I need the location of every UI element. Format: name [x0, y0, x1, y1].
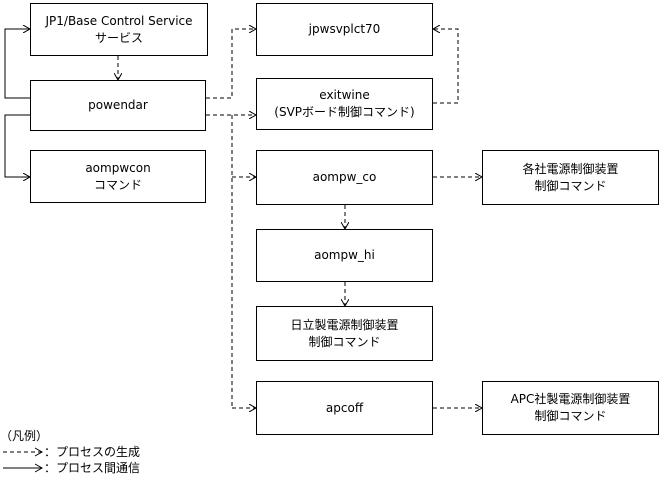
solid-arrow-icon — [3, 463, 44, 473]
legend: （凡例） ：プロセスの生成 ：プロセス間通信 — [0, 428, 140, 476]
ipc-arrow-powendar-aompwcon — [4, 114, 30, 177]
spawn-arrow-powendar-jpwsvplct70 — [206, 29, 256, 99]
apc-power-control-box: APC社製電源制御装置 制御コマンド — [482, 381, 659, 435]
powendar-box: powendar — [30, 80, 206, 131]
legend-dashed-label: ：プロセスの生成 — [44, 445, 141, 459]
legend-solid-row: ：プロセス間通信 — [0, 460, 140, 476]
legend-solid-label: ：プロセス間通信 — [44, 461, 141, 475]
ipc-arrow-powendar-jp1 — [4, 29, 30, 99]
spawn-arrow-exitwine-jpwsvplct70 — [433, 29, 459, 104]
aompwcon-command-box: aompwcon コマンド — [30, 150, 206, 203]
legend-title: （凡例） — [0, 429, 49, 443]
jpwsvplct70-box: jpwsvplct70 — [256, 3, 433, 56]
hitachi-power-control-box: 日立製電源制御装置 制御コマンド — [256, 306, 433, 361]
legend-dashed-row: ：プロセスの生成 — [0, 444, 140, 460]
aompw-hi-box: aompw_hi — [256, 229, 433, 282]
aompw-co-box: aompw_co — [256, 150, 433, 205]
exitwine-box: exitwine (SVPボード制御コマンド) — [256, 78, 433, 130]
apcoff-box: apcoff — [256, 381, 433, 435]
dashed-arrow-icon — [3, 447, 44, 457]
vendor-power-control-box: 各社電源制御装置 制御コマンド — [482, 150, 659, 205]
jp1-base-control-service-box: JP1/Base Control Service サービス — [30, 3, 208, 56]
